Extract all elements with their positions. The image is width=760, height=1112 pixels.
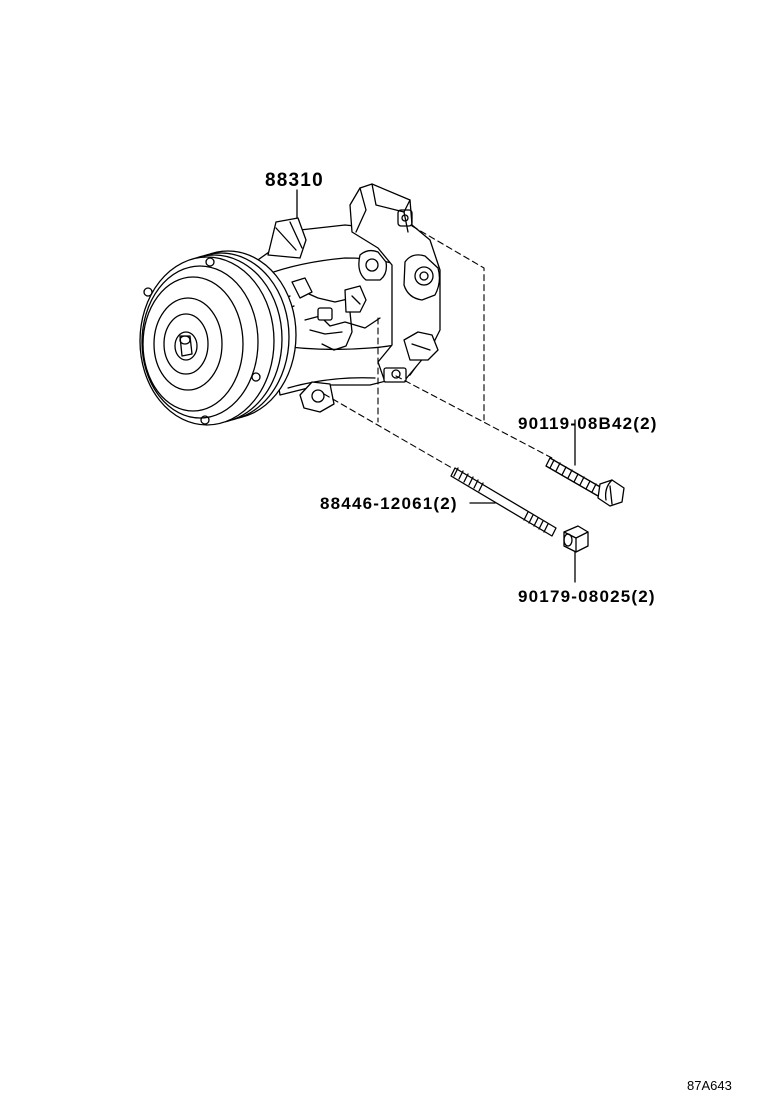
figure-code: 87A643: [687, 1078, 732, 1093]
stud-bolt-drawing: [450, 467, 557, 537]
flange-bolt-drawing: [545, 419, 625, 507]
alignment-lines: [323, 225, 553, 469]
part-number-bolt: 90119-08B42(2): [518, 414, 658, 433]
part-number-stud-bolt: 88446-12061(2): [320, 494, 458, 513]
ac-compressor-drawing: [139, 183, 441, 426]
hex-nut-drawing: [563, 525, 589, 583]
part-number-compressor: 88310: [265, 170, 324, 191]
part-number-nut: 90179-08025(2): [518, 587, 656, 606]
